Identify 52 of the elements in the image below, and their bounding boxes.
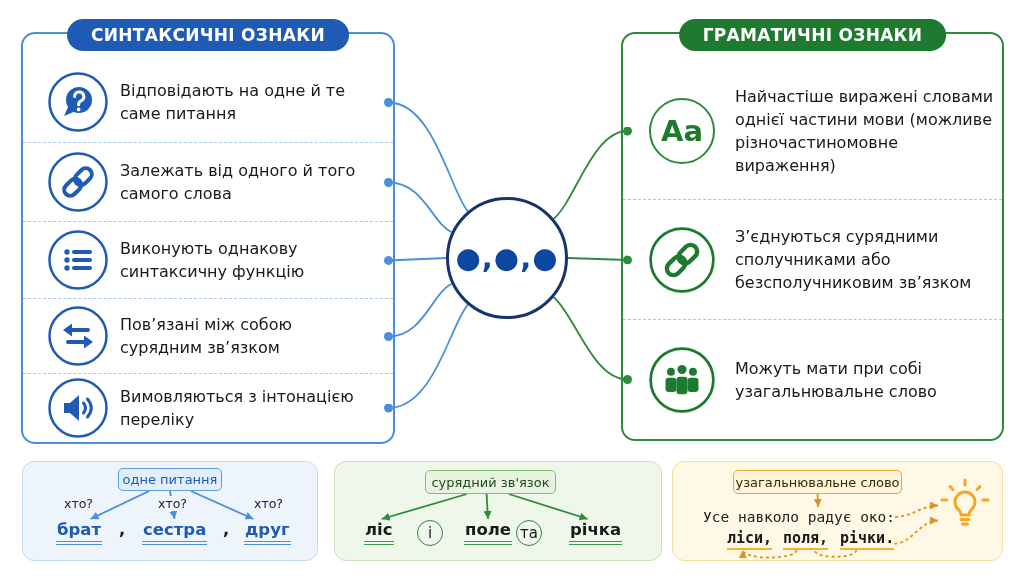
letters-badge: Aa xyxy=(649,97,715,164)
term-tag: сурядний зв'язок xyxy=(425,470,556,494)
underlined-word: брат xyxy=(56,519,103,545)
arrow xyxy=(89,490,151,520)
dashed-arrow xyxy=(741,549,798,559)
arrow xyxy=(483,493,492,520)
feature-text: Пов’язані між собою сурядним зв’язком xyxy=(120,314,293,359)
underlined-word: річки. xyxy=(840,529,895,550)
connector xyxy=(384,282,453,341)
lightbulb-icon xyxy=(938,478,992,528)
example-panel xyxy=(672,461,1003,561)
panel-heading: СИНТАКСИЧНІ ОЗНАКИ xyxy=(67,19,349,51)
underlined-word: ліси, xyxy=(727,529,773,550)
connector xyxy=(552,126,632,220)
connector xyxy=(384,178,453,234)
underlined-word: поля, xyxy=(783,529,829,550)
underlined-word: сестра xyxy=(142,519,208,545)
edge-label: хто? xyxy=(252,496,285,511)
arrow xyxy=(380,493,468,521)
underlined-word: друг xyxy=(244,519,291,545)
connector xyxy=(384,98,469,213)
example-sentence: Усе навколо радує око: xyxy=(703,507,896,527)
connector xyxy=(552,296,632,384)
connector xyxy=(384,256,447,265)
arrow xyxy=(507,493,589,521)
connector xyxy=(384,303,469,413)
feature-text: Залежать від одного й того самого слова xyxy=(120,160,357,205)
dashed-connector xyxy=(813,549,858,558)
feature-text: З’єднуються сурядними сполучниками або безсполучниковим зв’язком xyxy=(735,226,973,294)
panel-heading: ГРАМАТИЧНІ ОЗНАКИ xyxy=(678,19,947,51)
comma: , xyxy=(118,519,127,541)
feature-text: Вимовляються з інтонацією переліку xyxy=(120,386,355,431)
edge-label: хто? xyxy=(156,496,189,511)
example-panel xyxy=(334,461,662,561)
dashed-arrow xyxy=(894,501,939,518)
underlined-word: ліс xyxy=(364,519,394,545)
underlined-word: поле xyxy=(464,519,512,545)
feature-text: Найчастіше виражені словами однієї частини мови (можливе різночастиномовне вираження) xyxy=(735,85,995,177)
feature-text: Можуть мати при собі узагальнювальне слово xyxy=(735,357,938,403)
feature-text: Відповідають на одне й те саме питання xyxy=(120,80,347,125)
connector xyxy=(567,255,632,265)
arrow xyxy=(189,490,255,520)
feature-text: Виконують однакову синтаксичну функцію xyxy=(120,238,306,283)
term-tag: одне питання xyxy=(118,468,222,491)
symbol-circle: ●,●,● xyxy=(446,197,568,319)
term-tag: узагальнювальне слово xyxy=(733,470,902,494)
underlined-word: річка xyxy=(569,519,623,545)
arrow xyxy=(813,493,822,508)
edge-label: хто? xyxy=(62,496,95,511)
example-panel xyxy=(22,461,318,561)
dashed-arrow xyxy=(893,517,939,545)
comma: , xyxy=(222,519,231,541)
